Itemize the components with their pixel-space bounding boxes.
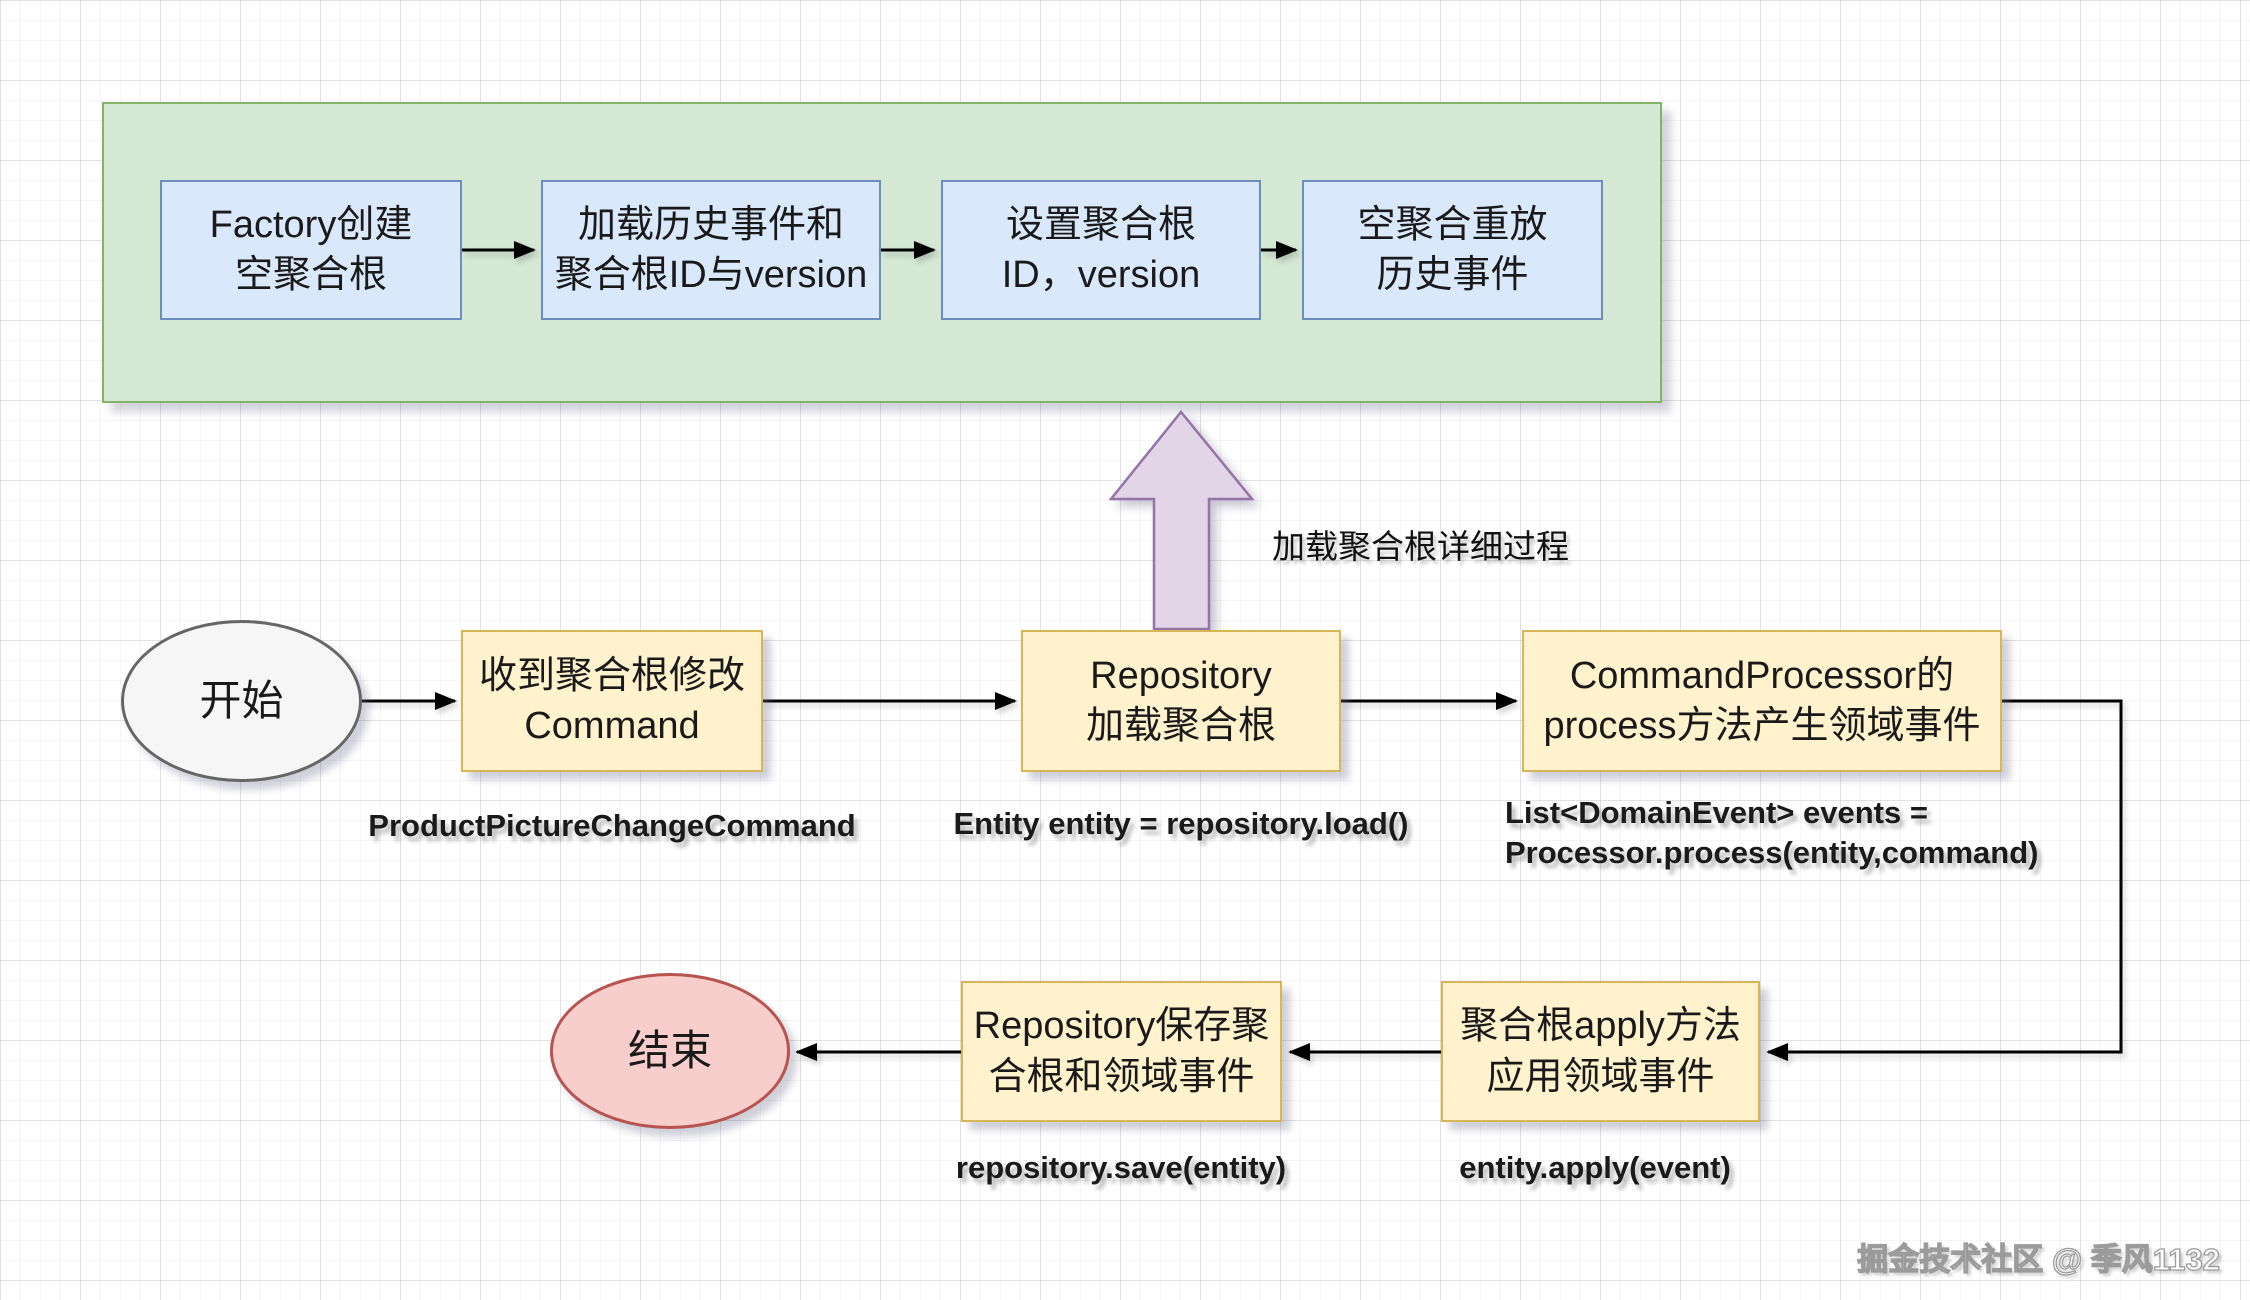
big-up-arrow — [1108, 410, 1255, 631]
step-receive-command: 收到聚合根修改 Command — [461, 630, 763, 772]
start-label: 开始 — [199, 677, 284, 725]
step-apply-event: 聚合根apply方法 应用领域事件 — [1441, 981, 1760, 1122]
end-label: 结束 — [627, 1027, 712, 1075]
annotation-process-code: List<DomainEvent> events = Processor.pro… — [1505, 795, 2039, 870]
step-label: Repository保存聚 合根和领域事件 — [973, 1005, 1270, 1098]
step-label: CommandProcessor的 process方法产生领域事件 — [1543, 654, 1981, 747]
step-label: 收到聚合根修改 Command — [478, 654, 745, 747]
start-node: 开始 — [121, 620, 362, 782]
detail-step-label: 加载历史事件和 聚合根ID与version — [554, 203, 868, 296]
detail-step-replay-events: 空聚合重放 历史事件 — [1302, 180, 1603, 320]
step-repository-load: Repository 加载聚合根 — [1021, 630, 1341, 772]
detail-step-label: 空聚合重放 历史事件 — [1357, 203, 1548, 296]
callout-label: 加载聚合根详细过程 — [1272, 528, 1569, 565]
step-command-processor: CommandProcessor的 process方法产生领域事件 — [1522, 630, 2002, 772]
annotation-repository-load-code: Entity entity = repository.load() — [953, 806, 1409, 841]
step-repository-save: Repository保存聚 合根和领域事件 — [961, 981, 1282, 1122]
watermark: 掘金技术社区 @ 季风1132 — [1857, 1241, 2221, 1277]
end-node: 结束 — [550, 973, 790, 1129]
annotation-command-class: ProductPictureChangeCommand — [368, 808, 856, 843]
step-label: Repository 加载聚合根 — [1085, 654, 1276, 747]
annotation-apply-code: entity.apply(event) — [1459, 1150, 1731, 1185]
annotation-save-code: repository.save(entity) — [955, 1150, 1287, 1185]
detail-step-factory-create: Factory创建 空聚合根 — [160, 180, 462, 320]
step-label: 聚合根apply方法 应用领域事件 — [1460, 1005, 1741, 1098]
detail-step-label: Factory创建 空聚合根 — [209, 203, 413, 296]
detail-step-set-id-version: 设置聚合根 ID，version — [941, 180, 1261, 320]
detail-step-load-history: 加载历史事件和 聚合根ID与version — [541, 180, 881, 320]
detail-step-label: 设置聚合根 ID，version — [1001, 203, 1201, 296]
